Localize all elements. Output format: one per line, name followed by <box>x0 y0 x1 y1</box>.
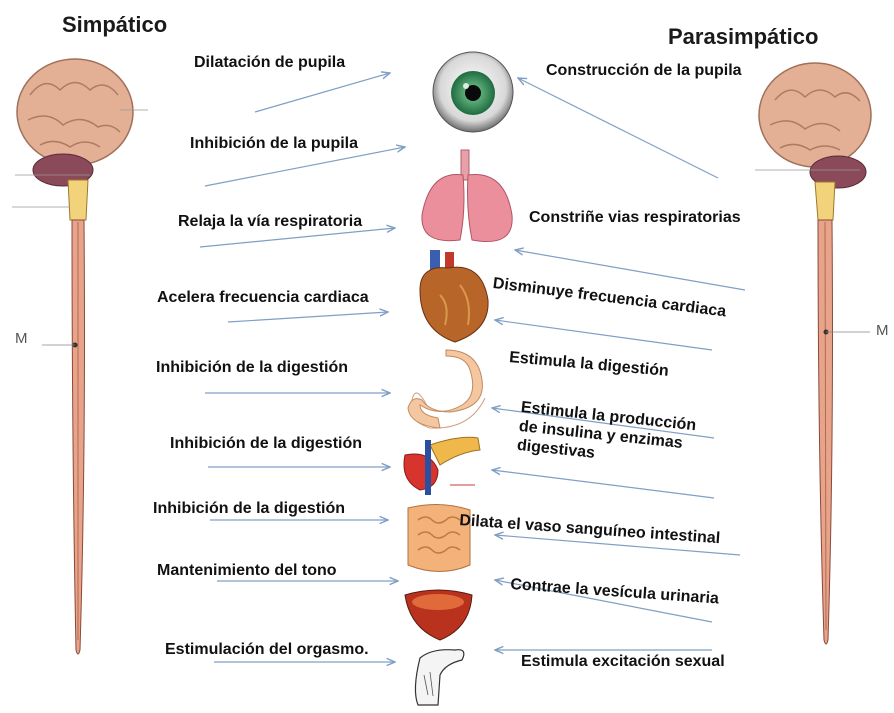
sympathetic-label: Relaja la vía respiratoria <box>178 213 362 231</box>
arrow-s4 <box>228 312 388 322</box>
left-brain-spine <box>12 59 148 654</box>
sympathetic-label: Mantenimiento del tono <box>157 562 337 580</box>
lungs-icon <box>422 150 512 242</box>
arrow-s1 <box>255 73 390 112</box>
hand-icon <box>415 650 463 705</box>
arrow-p5 <box>492 470 714 498</box>
bladder-icon <box>405 590 472 640</box>
parasympathetic-label: Construcción de la pupila <box>546 62 742 80</box>
pancreas-icon <box>404 437 480 495</box>
heart-icon <box>420 250 488 342</box>
stomach-icon <box>408 350 485 428</box>
sympathetic-label: Estimulación del orgasmo. <box>165 641 369 659</box>
arrow-p1 <box>518 78 718 178</box>
arrow-p3 <box>495 320 712 350</box>
right-brain-spine <box>755 63 871 644</box>
marker-right: M <box>876 322 889 339</box>
parasympathetic-label: Estimula excitación sexual <box>521 653 725 671</box>
sympathetic-label: Inhibición de la digestión <box>156 359 348 377</box>
sympathetic-label: Inhibición de la digestión <box>153 500 345 518</box>
sympathetic-label: Acelera frecuencia cardiaca <box>157 289 369 307</box>
parasympathetic-label: Constriñe vias respiratorias <box>529 209 741 227</box>
left-brain <box>17 59 133 165</box>
sympathetic-label: Dilatación de pupila <box>194 54 345 72</box>
right-brain <box>759 63 871 167</box>
eye-icon <box>433 52 513 132</box>
sympathetic-label: Inhibición de la digestión <box>170 435 362 453</box>
marker-left: M <box>15 330 28 347</box>
sympathetic-label: Inhibición de la pupila <box>190 135 358 153</box>
